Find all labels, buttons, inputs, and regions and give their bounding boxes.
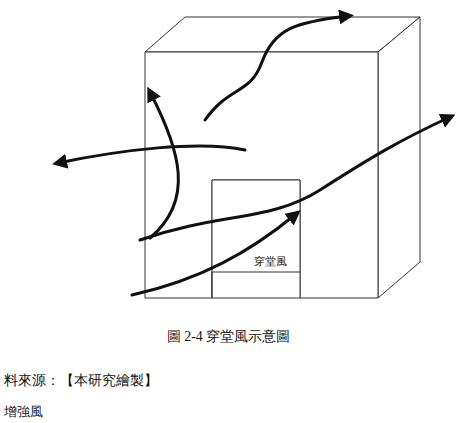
opening-label: 穿堂風 [254,254,287,269]
wind-arrow [58,16,450,295]
section-heading: 增強風 [4,403,43,421]
figure-caption: 圖 2-4 穿堂風示意圖 [0,328,457,346]
building-block [145,17,420,298]
source-note: 料來源：【本研究繪製】 [4,372,158,390]
